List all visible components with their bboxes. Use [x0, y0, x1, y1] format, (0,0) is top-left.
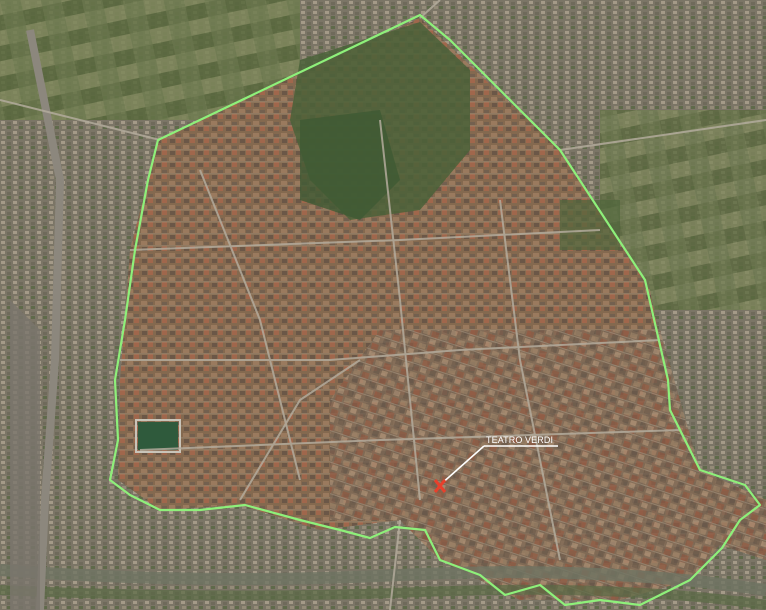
stadium — [138, 422, 178, 450]
railway-line — [26, 29, 65, 610]
river-torrente — [0, 564, 766, 596]
x-marker-icon[interactable] — [433, 479, 447, 493]
city-center-southeast — [330, 330, 766, 600]
landmark-teatro-verdi[interactable]: TEATRO VERDI — [433, 435, 558, 493]
stadium-stands — [135, 419, 181, 453]
park-ducale — [300, 110, 400, 220]
park-east — [560, 200, 620, 250]
railway-yard — [10, 300, 40, 610]
landmark-label: TEATRO VERDI — [486, 435, 553, 445]
city-boundary-line — [108, 13, 762, 607]
landmark-leader-line — [439, 445, 485, 486]
